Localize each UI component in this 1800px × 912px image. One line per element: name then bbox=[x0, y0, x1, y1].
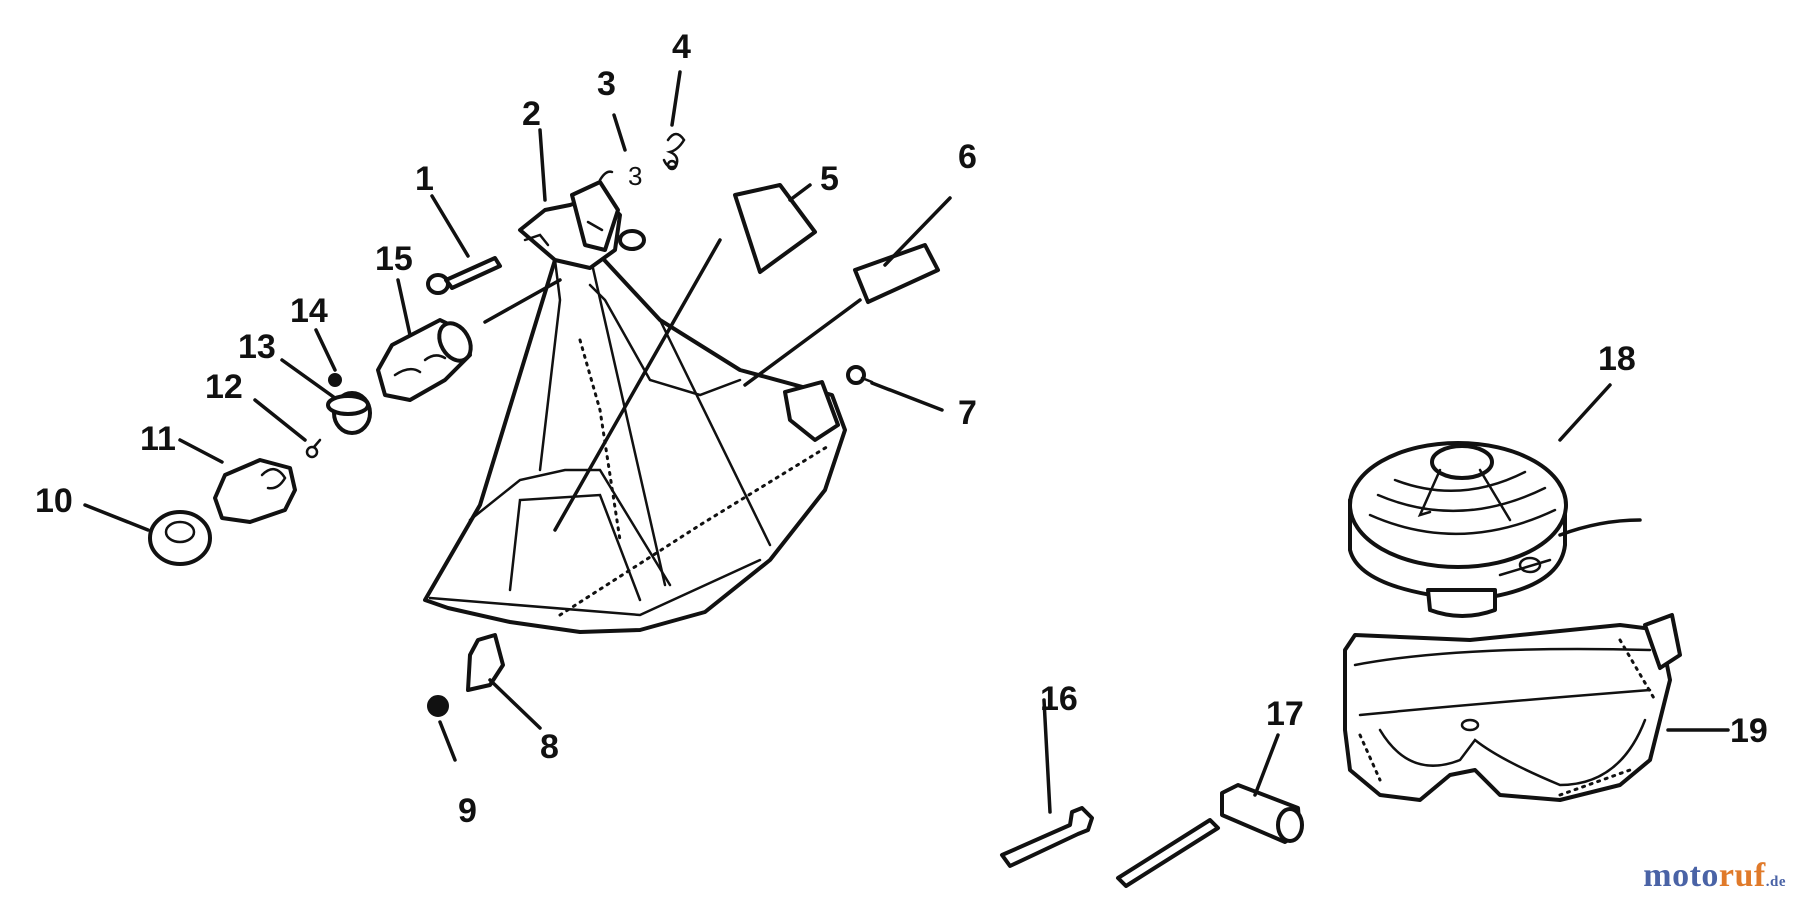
safety-goggles bbox=[1343, 613, 1682, 802]
callout-3: 3 bbox=[597, 65, 616, 103]
mounting-bracket bbox=[518, 180, 646, 270]
callout-6: 6 bbox=[958, 138, 977, 176]
screw-part bbox=[846, 365, 874, 385]
watermark-part-c: .de bbox=[1765, 874, 1786, 890]
callout-7: 7 bbox=[958, 394, 977, 432]
callout-15: 15 bbox=[375, 240, 413, 278]
label-part-6 bbox=[853, 243, 940, 304]
callout-1: 1 bbox=[415, 160, 434, 198]
callout-12: 12 bbox=[205, 368, 243, 406]
knob-part bbox=[148, 510, 212, 566]
cutter-blade bbox=[466, 633, 505, 692]
callout-10: 10 bbox=[35, 482, 73, 520]
hook-part bbox=[305, 438, 322, 459]
callout-8: 8 bbox=[540, 728, 559, 766]
ball-part bbox=[328, 373, 342, 387]
watermark-logo: motoruf.de bbox=[1643, 857, 1786, 895]
nut-part bbox=[427, 695, 449, 717]
callout-18: 18 bbox=[1598, 340, 1636, 378]
callout-14: 14 bbox=[290, 292, 328, 330]
watermark-part-a: moto bbox=[1643, 857, 1719, 894]
callout-2: 2 bbox=[522, 95, 541, 133]
grass-shield bbox=[423, 248, 847, 634]
callout-19: 19 bbox=[1730, 712, 1768, 750]
callout-4: 4 bbox=[672, 28, 691, 66]
callout-11: 11 bbox=[140, 420, 176, 458]
pin-part bbox=[426, 256, 502, 295]
label-part-5 bbox=[733, 183, 817, 274]
bracket-mark: 3 bbox=[628, 161, 642, 191]
callout-numbers: 1 2 3 4 5 6 7 8 9 10 11 12 13 14 15 16 1… bbox=[35, 28, 1768, 830]
ring-part bbox=[326, 391, 372, 435]
callout-16: 16 bbox=[1040, 680, 1078, 718]
wrench-tool bbox=[1000, 806, 1094, 868]
callout-5: 5 bbox=[820, 160, 839, 198]
leader-lines bbox=[83, 70, 1730, 814]
coupling-part bbox=[376, 318, 473, 402]
socket-wrench-tool bbox=[1116, 783, 1304, 888]
trimmer-spool bbox=[1348, 441, 1642, 618]
callout-13: 13 bbox=[238, 328, 276, 366]
callout-9: 9 bbox=[458, 792, 477, 830]
callout-17: 17 bbox=[1266, 695, 1304, 733]
watermark-part-b: ruf bbox=[1718, 857, 1766, 894]
clip-part bbox=[662, 132, 686, 171]
cap-part bbox=[213, 458, 297, 524]
bracket-mark-tick bbox=[598, 170, 614, 182]
